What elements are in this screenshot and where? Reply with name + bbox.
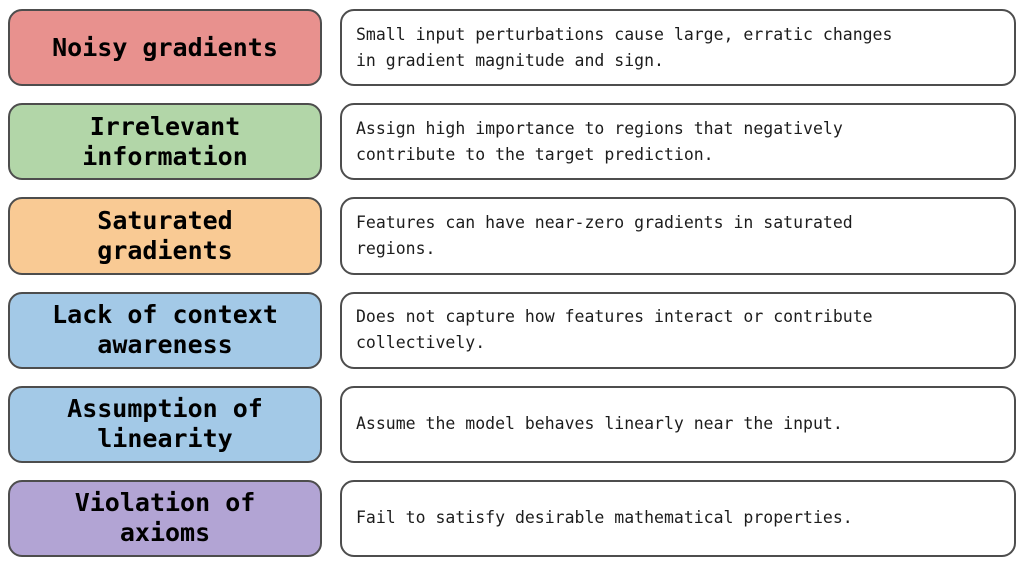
description-noisy-gradients: Small input perturbations cause large, e… bbox=[340, 9, 1016, 87]
description-assumption-of-linearity: Assume the model behaves linearly near t… bbox=[340, 385, 1016, 463]
description-lack-of-context-awareness: Does not capture how features interact o… bbox=[340, 291, 1016, 369]
description-irrelevant-information: Assign high importance to regions that n… bbox=[340, 103, 1016, 181]
label-assumption-of-linearity: Assumption of linearity bbox=[8, 385, 322, 463]
description-violation-of-axioms: Fail to satisfy desirable mathematical p… bbox=[340, 479, 1016, 558]
description-saturated-gradients: Features can have near-zero gradients in… bbox=[340, 197, 1016, 275]
label-lack-of-context-awareness: Lack of context awareness bbox=[8, 291, 322, 369]
label-irrelevant-information: Irrelevant information bbox=[8, 103, 322, 181]
row-saturated-gradients: Saturated gradients Features can have ne… bbox=[8, 197, 1016, 275]
row-violation-of-axioms: Violation of axioms Fail to satisfy desi… bbox=[8, 479, 1016, 558]
row-assumption-of-linearity: Assumption of linearity Assume the model… bbox=[8, 385, 1016, 463]
label-noisy-gradients: Noisy gradients bbox=[8, 9, 322, 87]
row-lack-of-context-awareness: Lack of context awareness Does not captu… bbox=[8, 291, 1016, 369]
label-violation-of-axioms: Violation of axioms bbox=[8, 479, 322, 558]
row-irrelevant-information: Irrelevant information Assign high impor… bbox=[8, 103, 1016, 181]
label-saturated-gradients: Saturated gradients bbox=[8, 197, 322, 275]
row-noisy-gradients: Noisy gradients Small input perturbation… bbox=[8, 9, 1016, 87]
